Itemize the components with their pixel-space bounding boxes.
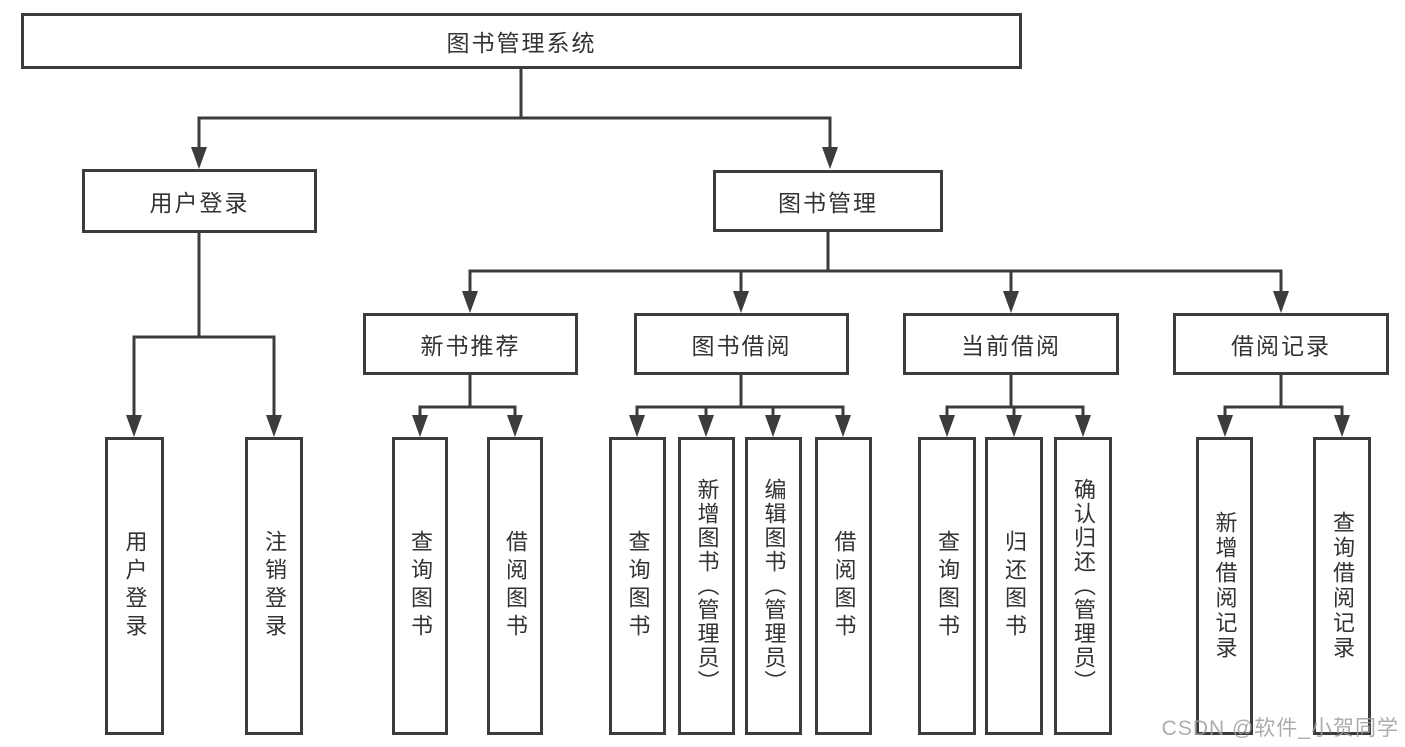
leaf-current-confirm-return-admin: 确认归还（管理员） (1054, 437, 1112, 735)
leaf-current-query-books: 查询图书 (918, 437, 976, 735)
leaf-borrow-borrow-books: 借阅图书 (815, 437, 872, 735)
leaf-borrow-edit-books-admin: 编辑图书（管理员） (745, 437, 802, 735)
leaf-logout: 注销登录 (245, 437, 303, 735)
connector-userlogin-to-leaves (126, 233, 282, 437)
node-user-login: 用户登录 (82, 169, 317, 233)
leaf-newrec-borrow-books: 借阅图书 (487, 437, 543, 735)
node-book-borrowing: 图书借阅 (634, 313, 849, 375)
leaf-user-login: 用户登录 (105, 437, 164, 735)
connector-root-to-level2 (191, 69, 838, 169)
node-borrowing-records: 借阅记录 (1173, 313, 1389, 375)
leaf-newrec-query-books: 查询图书 (392, 437, 448, 735)
leaf-records-query-record: 查询借阅记录 (1313, 437, 1371, 735)
node-new-book-recommendation: 新书推荐 (363, 313, 578, 375)
leaf-borrow-query-books: 查询图书 (609, 437, 666, 735)
node-book-management: 图书管理 (713, 170, 943, 232)
connector-records-to-leaves (1217, 375, 1350, 437)
leaf-records-add-record: 新增借阅记录 (1196, 437, 1253, 735)
csdn-watermark: CSDN @软件_小贺同学 (1161, 717, 1399, 740)
connector-current-to-leaves (939, 375, 1091, 437)
connector-newrec-to-leaves (412, 375, 523, 437)
node-current-borrowing: 当前借阅 (903, 313, 1119, 375)
connector-bookmgmt-to-level3 (462, 232, 1289, 313)
leaf-borrow-add-books-admin: 新增图书（管理员） (678, 437, 735, 735)
node-library-management-system: 图书管理系统 (21, 13, 1022, 69)
connector-borrow-to-leaves (629, 375, 851, 437)
leaf-current-return-books: 归还图书 (985, 437, 1043, 735)
